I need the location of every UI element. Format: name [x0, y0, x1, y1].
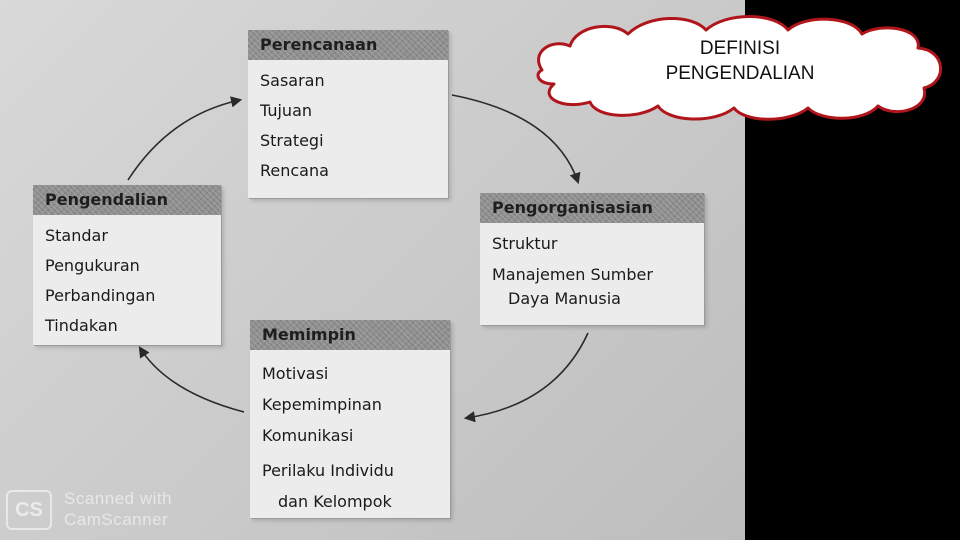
item-manajemen-line1: Manajemen Sumber: [492, 265, 653, 284]
item-komunikasi: Komunikasi: [262, 426, 354, 445]
item-strategi: Strategi: [260, 131, 324, 150]
box-header-pengendalian: Pengendalian: [33, 185, 221, 215]
camscanner-watermark: CS Scanned with CamScanner: [6, 488, 196, 532]
watermark-text: Scanned with CamScanner: [64, 488, 172, 530]
arrow-pengorganisasian-to-memimpin: [463, 332, 589, 423]
callout-title: DEFINISI PENGENDALIAN: [590, 36, 890, 86]
item-motivasi: Motivasi: [262, 364, 329, 383]
cloud-shape: [536, 15, 942, 121]
callout-line1: DEFINISI: [699, 38, 781, 59]
box-pengendalian: Pengendalian Standar Pengukuran Perbandi…: [33, 185, 221, 345]
item-rencana: Rencana: [260, 161, 329, 180]
item-perilaku-individu-dan-kelompok: Perilaku Individu dan Kelompok: [262, 455, 450, 517]
item-manajemen-line2: Daya Manusia: [508, 289, 621, 308]
arrow-perencanaan-to-pengorganisasian: [451, 94, 581, 185]
watermark-line2: CamScanner: [64, 510, 169, 529]
box-header-pengorganisasian: Pengorganisasian: [480, 193, 704, 223]
item-struktur: Struktur: [492, 234, 558, 253]
box-pengorganisasian: Pengorganisasian Struktur Manajemen Sumb…: [480, 193, 704, 325]
box-perencanaan: Perencanaan Sasaran Tujuan Strategi Renc…: [248, 30, 448, 198]
item-manajemen-sumber-daya-manusia: Manajemen Sumber Daya Manusia: [492, 263, 704, 311]
watermark-line1: Scanned with: [64, 489, 173, 508]
box-items-memimpin: Motivasi Kepemimpinan Komunikasi Perilak…: [250, 350, 450, 517]
box-header-memimpin: Memimpin: [250, 320, 450, 350]
box-items-pengendalian: Standar Pengukuran Perbandingan Tindakan: [33, 215, 221, 341]
arrow-pengendalian-to-perencanaan: [127, 96, 243, 181]
item-perilaku-line1: Perilaku Individu: [262, 461, 394, 480]
item-perbandingan: Perbandingan: [45, 286, 156, 305]
box-items-perencanaan: Sasaran Tujuan Strategi Rencana: [248, 60, 448, 186]
item-standar: Standar: [45, 226, 108, 245]
box-memimpin: Memimpin Motivasi Kepemimpinan Komunikas…: [250, 320, 450, 518]
box-items-pengorganisasian: Struktur Manajemen Sumber Daya Manusia: [480, 223, 704, 311]
item-perilaku-line2: dan Kelompok: [278, 492, 392, 511]
camscanner-logo: CS: [6, 490, 52, 530]
item-sasaran: Sasaran: [260, 71, 325, 90]
item-tujuan: Tujuan: [260, 101, 313, 120]
item-tindakan: Tindakan: [45, 316, 118, 335]
box-header-perencanaan: Perencanaan: [248, 30, 448, 60]
arrow-memimpin-to-pengendalian: [138, 346, 245, 413]
cycle-arrows: [127, 94, 589, 423]
item-pengukuran: Pengukuran: [45, 256, 140, 275]
title-callout-cloud: DEFINISI PENGENDALIAN: [530, 6, 950, 124]
item-kepemimpinan: Kepemimpinan: [262, 395, 382, 414]
callout-line2: PENGENDALIAN: [665, 63, 815, 84]
